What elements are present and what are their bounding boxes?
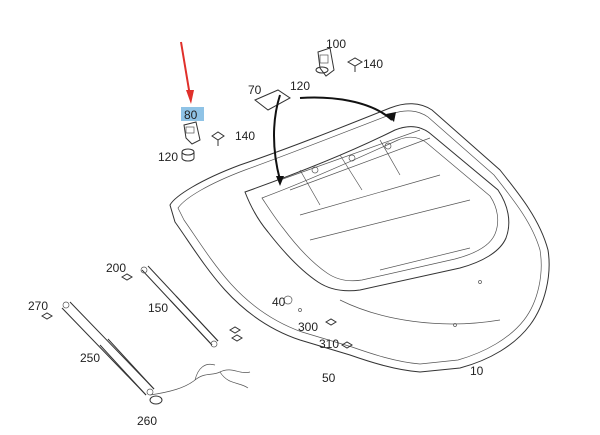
label-260: 260 xyxy=(137,414,157,428)
label-50: 50 xyxy=(322,371,336,385)
label-250: 250 xyxy=(80,351,100,365)
label-70: 70 xyxy=(248,83,262,97)
gas-strut-250 xyxy=(61,301,155,396)
label-270: 270 xyxy=(28,299,48,313)
label-80: 80 xyxy=(184,108,198,122)
label-40: 40 xyxy=(272,295,286,309)
label-10: 10 xyxy=(470,364,484,378)
label-140-left: 140 xyxy=(235,129,255,143)
label-100: 100 xyxy=(326,37,346,51)
pointer-arrow xyxy=(180,41,194,104)
label-300: 300 xyxy=(298,320,318,334)
part-80-hinge xyxy=(181,121,225,162)
label-120-right: 120 xyxy=(290,79,310,93)
fasteners xyxy=(41,273,353,405)
highlight-part-80 xyxy=(181,107,204,121)
label-310: 310 xyxy=(319,337,339,351)
part-70-cover-plate xyxy=(254,89,291,111)
tailgate-assembly xyxy=(169,103,550,373)
leader-curve-100 xyxy=(299,96,393,121)
leader-curve-70 xyxy=(273,94,281,181)
gas-strut-150 xyxy=(140,265,219,348)
label-140-right: 140 xyxy=(363,57,383,71)
label-150: 150 xyxy=(148,301,168,315)
label-120-left: 120 xyxy=(158,150,178,164)
part-100-hinge xyxy=(315,47,364,77)
label-200: 200 xyxy=(106,261,126,275)
wire-harness xyxy=(149,363,251,396)
